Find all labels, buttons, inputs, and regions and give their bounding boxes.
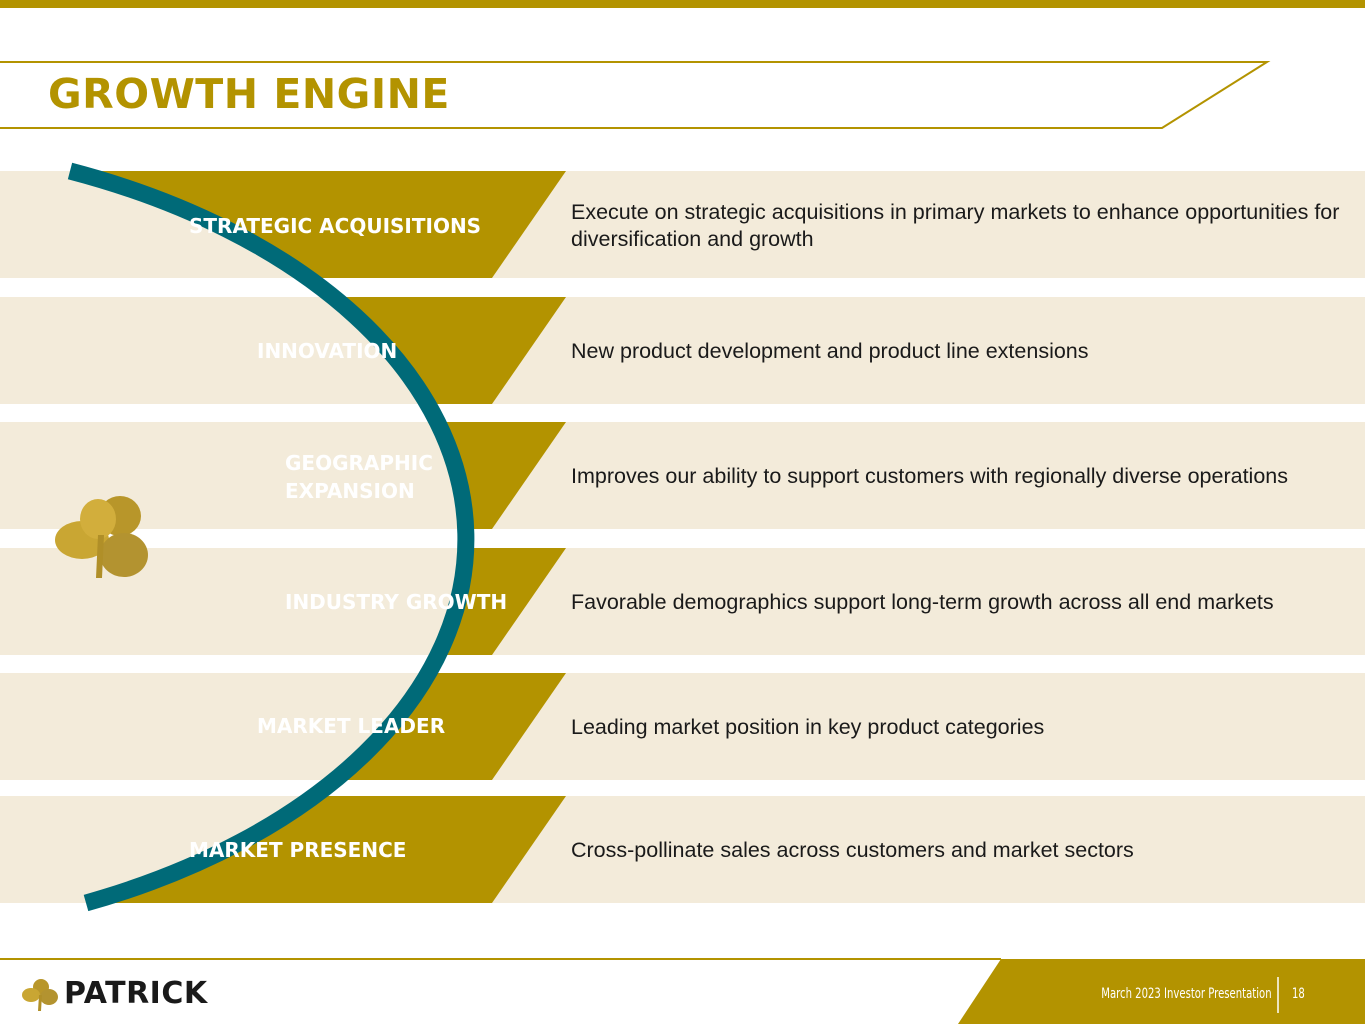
footer-band: [0, 958, 1365, 1024]
row-label-industry-growth: INDUSTRY GROWTH: [285, 590, 508, 614]
company-logo-text: PATRICK: [64, 976, 208, 1011]
row-description-geographic-expansion: Improves our ability to support customer…: [571, 464, 1288, 488]
row-background: [0, 673, 1365, 780]
top-accent-bar: [0, 0, 1365, 8]
footer-presentation-label: March 2023 Investor Presentation: [1101, 986, 1272, 1002]
logo-shamrock-icon: [22, 979, 58, 1011]
row-description-innovation: New product development and product line…: [571, 339, 1089, 363]
row-label-geographic-expansion: GEOGRAPHIC EXPANSION: [285, 451, 433, 503]
row-description-industry-growth: Favorable demographics support long-term…: [571, 590, 1274, 614]
row-description-strategic-acquisitions: Execute on strategic acquisitions in pri…: [571, 200, 1340, 251]
row-label-market-presence: MARKET PRESENCE: [189, 838, 407, 862]
row-description-market-presence: Cross-pollinate sales across customers a…: [571, 838, 1134, 862]
title-frame: [0, 61, 1271, 129]
row-background: [0, 422, 1365, 529]
teal-arc: [67, 162, 475, 912]
row-background: [0, 548, 1365, 655]
page-number: 18: [1292, 986, 1305, 1002]
row-background: [0, 297, 1365, 404]
row-label-innovation: INNOVATION: [257, 339, 398, 363]
row-label-market-leader: MARKET LEADER: [257, 714, 446, 738]
shamrock-icon: [55, 496, 148, 578]
row-label-strategic-acquisitions: STRATEGIC ACQUISITIONS: [189, 214, 482, 238]
page-title: GROWTH ENGINE: [48, 70, 450, 118]
row-description-market-leader: Leading market position in key product c…: [571, 715, 1045, 739]
